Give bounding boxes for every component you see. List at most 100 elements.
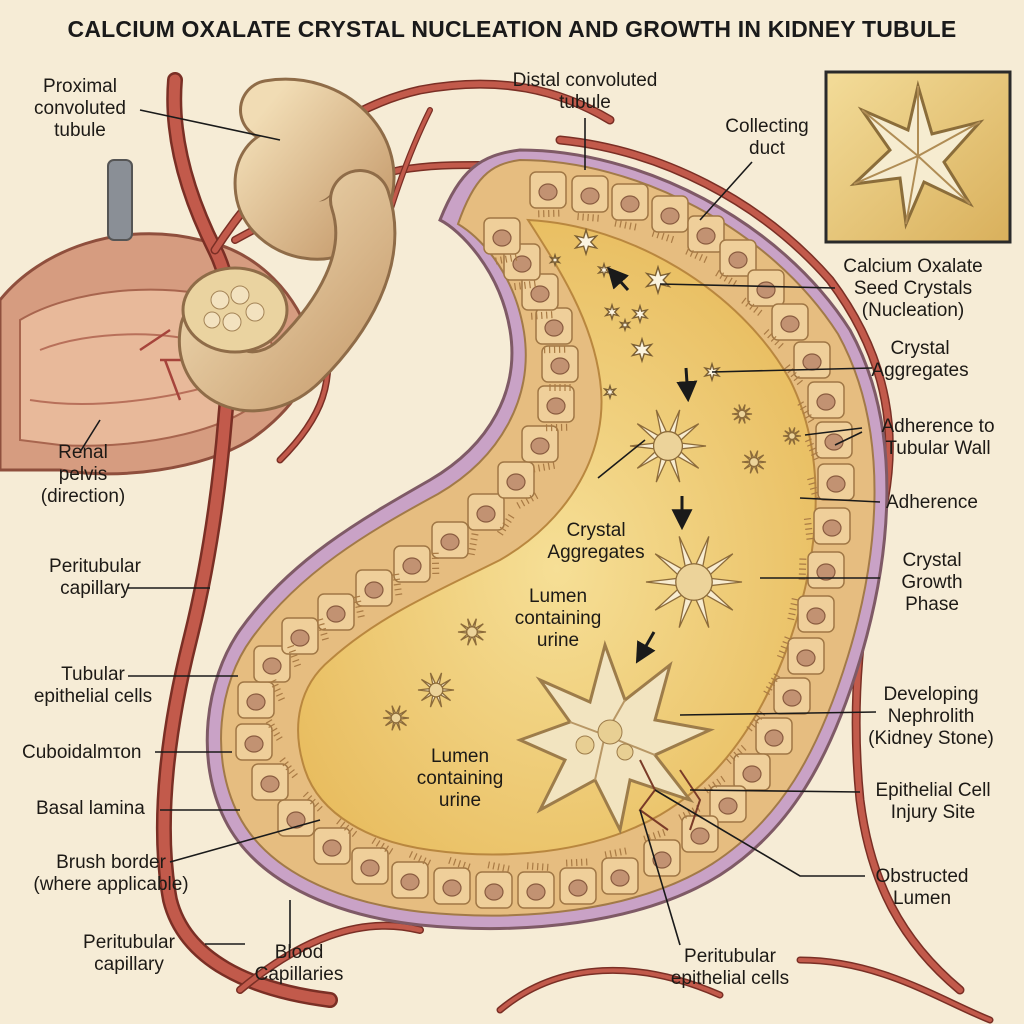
- cell-nucleus: [764, 729, 784, 747]
- microvillus: [471, 533, 479, 536]
- microvillus: [317, 623, 325, 627]
- microvillus: [755, 714, 763, 720]
- microvillus: [499, 526, 507, 532]
- microvillus: [737, 748, 743, 755]
- microvillus: [723, 274, 729, 282]
- microvillus: [536, 863, 539, 871]
- crystal-aggregate: [629, 409, 707, 483]
- microvillus: [666, 234, 670, 242]
- microvillus: [733, 751, 740, 758]
- microvillus: [687, 809, 692, 817]
- microvillus: [502, 864, 505, 872]
- microvillus: [462, 861, 466, 869]
- microvillus: [533, 492, 539, 500]
- crystal-core: [675, 563, 713, 601]
- microvillus: [395, 593, 403, 596]
- cell-nucleus: [796, 649, 816, 667]
- label-peritubular-capillary-bottom: Peritubular capillary: [83, 932, 175, 975]
- epithelial-cell: [651, 195, 689, 233]
- injury-cracks: [638, 759, 702, 831]
- microvillus: [313, 802, 320, 809]
- microvillus: [353, 595, 361, 599]
- cell-nucleus: [440, 533, 460, 551]
- microvillus: [495, 257, 498, 265]
- microvillus: [719, 272, 725, 280]
- cell-nucleus: [782, 689, 802, 707]
- nephrolith: [515, 639, 715, 835]
- epithelial-cell: [643, 839, 681, 877]
- microvillus: [278, 697, 285, 702]
- microvillus: [306, 795, 313, 801]
- microvillus: [805, 438, 812, 443]
- microvillus: [799, 405, 807, 411]
- label-crystal-growth-phase: Crystal Growth Phase: [901, 550, 963, 615]
- microvillus: [689, 249, 694, 257]
- epithelial-cell: [755, 717, 793, 755]
- microvillus: [526, 862, 529, 870]
- epithelial-cell: [281, 617, 319, 655]
- cell-nucleus: [728, 251, 748, 269]
- microvillus: [811, 452, 818, 456]
- epithelial-cell: [807, 551, 845, 589]
- microvillus: [715, 269, 720, 277]
- microvillus: [355, 605, 363, 609]
- microvillus: [518, 282, 522, 290]
- microvillus: [268, 723, 275, 728]
- microvillus: [273, 731, 281, 737]
- microvillus: [354, 600, 362, 604]
- seed-crystal-icon: [849, 80, 985, 230]
- microvillus: [773, 673, 781, 678]
- epithelial-cell: [313, 827, 351, 865]
- crystal-shard: [476, 630, 487, 634]
- epithelial-cell: [807, 381, 845, 419]
- microvillus: [388, 848, 394, 855]
- epithelial-cell: [793, 341, 831, 379]
- crystal-core: [466, 626, 478, 638]
- ureter-stub: [107, 159, 133, 241]
- epithelial-cell: [541, 345, 579, 383]
- cell-nucleus: [652, 851, 672, 869]
- cell-nucleus: [816, 563, 836, 581]
- cell-nucleus: [544, 319, 564, 337]
- epithelial-cell: [393, 545, 431, 583]
- microvillus: [271, 683, 279, 688]
- microvillus: [796, 379, 803, 386]
- microvillus: [651, 229, 655, 237]
- microvillus: [805, 414, 812, 419]
- microvillus: [321, 637, 329, 641]
- microvillus: [343, 824, 350, 831]
- microvillus: [505, 518, 512, 524]
- microvillus: [609, 850, 612, 858]
- crystal-core: [428, 682, 444, 698]
- microvillus: [757, 309, 763, 316]
- crystal-core: [748, 456, 760, 468]
- cell-nucleus: [822, 519, 842, 537]
- crystal-aggregate: [645, 536, 743, 628]
- crystal-shard: [399, 716, 410, 720]
- cell-nucleus: [660, 207, 680, 225]
- epithelial-cell: [817, 463, 855, 501]
- microvillus: [647, 833, 652, 841]
- microvillus: [592, 214, 594, 222]
- crystal-shard: [741, 460, 751, 464]
- cell-nucleus: [718, 797, 738, 815]
- epithelial-cell: [571, 175, 609, 213]
- cell-nucleus: [756, 281, 776, 299]
- microvillus: [604, 851, 608, 859]
- cell-nucleus: [286, 811, 306, 829]
- microvillus: [782, 640, 790, 645]
- microvillus: [542, 463, 546, 471]
- label-lumen-lower: Lumen containing urine: [416, 746, 504, 811]
- microvillus: [780, 645, 788, 650]
- microvillus: [394, 588, 402, 591]
- label-collecting-duct: Collecting duct: [725, 116, 809, 159]
- cell-nucleus: [806, 607, 826, 625]
- microvillus: [770, 335, 777, 342]
- microvillus: [790, 602, 798, 606]
- crystal-core: [390, 712, 402, 724]
- microvillus: [729, 754, 736, 761]
- microvillus: [502, 522, 509, 528]
- microvillus: [726, 758, 732, 765]
- cell-nucleus: [620, 195, 640, 213]
- microvillus: [531, 862, 534, 870]
